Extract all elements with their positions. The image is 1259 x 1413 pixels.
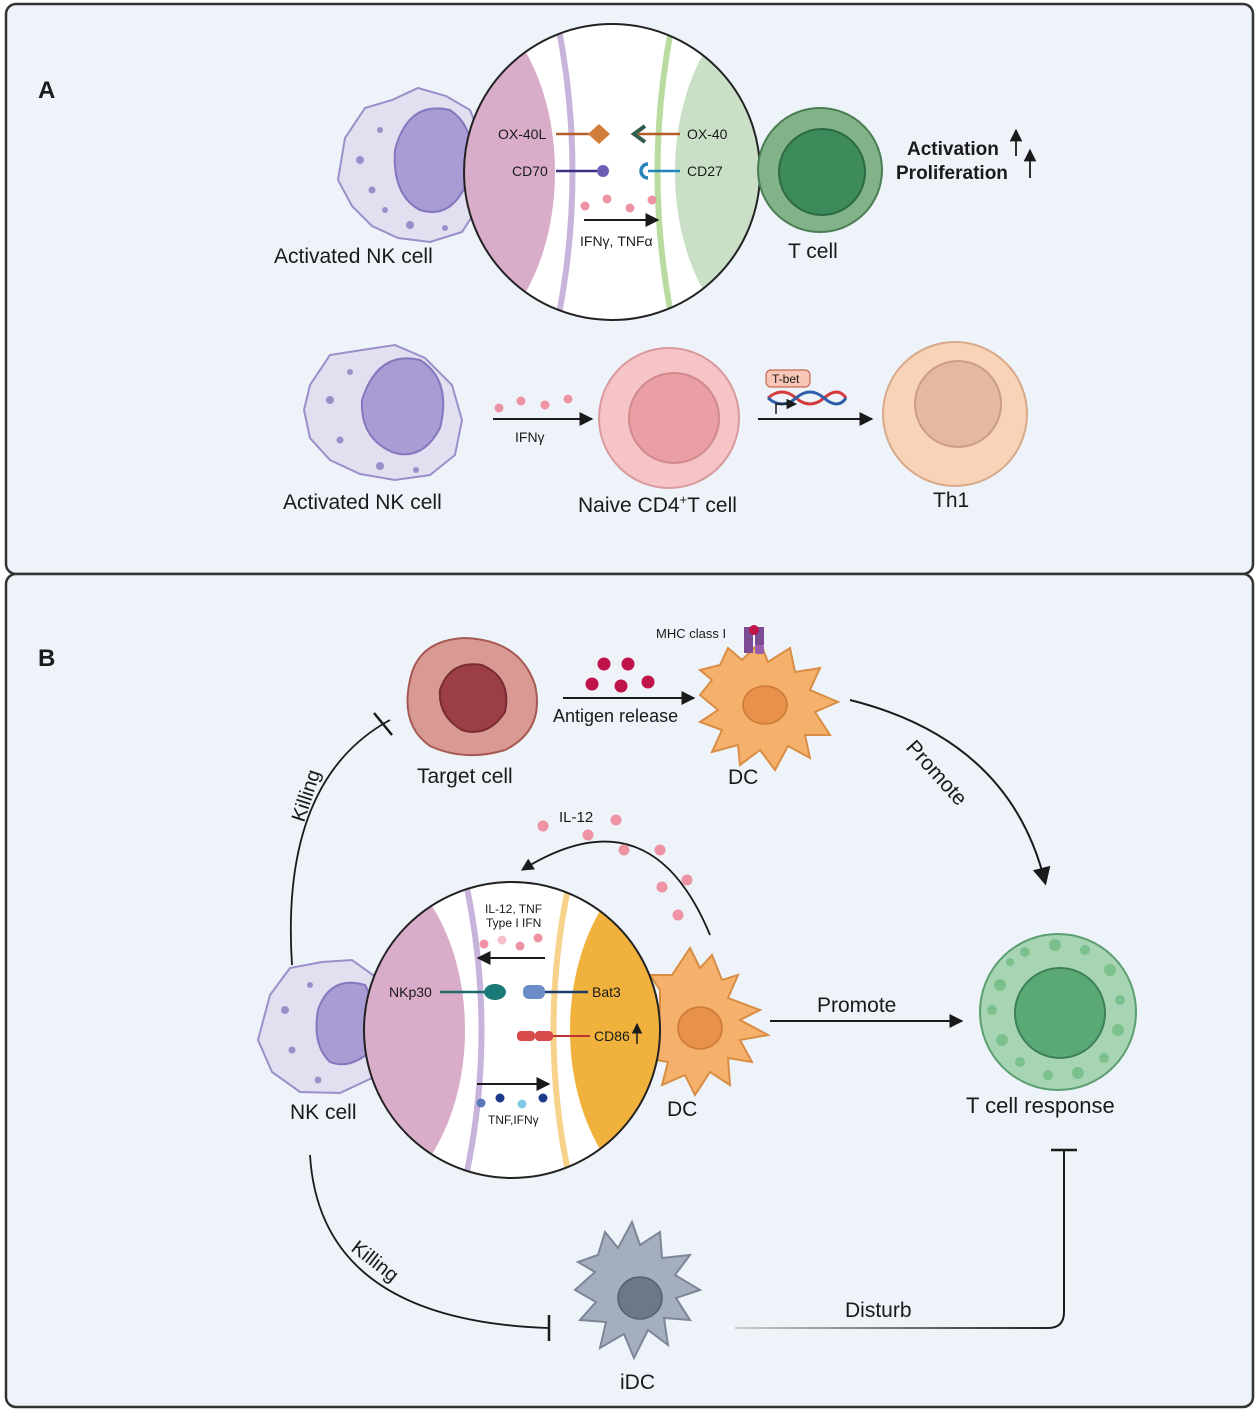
idc [573, 1219, 703, 1361]
naive-cd4-label: Naive CD4+T cell [578, 492, 737, 517]
mhc-class-i-icon [744, 625, 764, 654]
ox40-label: OX-40 [687, 126, 728, 142]
t-cell-label: T cell [788, 240, 838, 263]
promote-top-arrow [849, 699, 1051, 886]
cd27-label: CD27 [687, 163, 723, 179]
promote-mid-label: Promote [817, 994, 896, 1017]
cd86-icon [535, 1031, 553, 1041]
il12-arrow [520, 840, 711, 936]
killing-bottom-line [309, 1154, 549, 1329]
tnf-ifng-label: TNF,IFNγ [488, 1113, 539, 1127]
nk-cell-2 [302, 343, 464, 482]
dna-icon [767, 390, 848, 414]
dc-top [697, 640, 841, 772]
il12-cytokines [537, 814, 693, 921]
th1-label: Th1 [933, 489, 969, 512]
target-cell-label: Target cell [417, 765, 513, 788]
dc-top-label: DC [728, 766, 758, 789]
nk-label-1: Activated NK cell [274, 245, 433, 268]
cytokines-a2 [494, 394, 573, 413]
nk-cell-1 [336, 86, 490, 244]
disturb-line [735, 1150, 1065, 1329]
naive-cd4-t-cell [598, 347, 740, 489]
cytokines-a1 [580, 194, 657, 213]
activation-label: Activation [907, 139, 999, 160]
proliferation-label: Proliferation [896, 163, 1008, 184]
cytokines-label-a1: IFNγ, TNFα [580, 233, 653, 249]
bat3-ligand-icon [523, 985, 545, 999]
antigen-release-label: Antigen release [553, 706, 678, 726]
t-cell-response-label: T cell response [966, 1093, 1115, 1118]
dc-mid [638, 946, 772, 1098]
t-cell [757, 107, 883, 233]
nk-cell-b [256, 958, 387, 1095]
panel-a-letter: A [38, 77, 55, 104]
tbet-badge [765, 369, 811, 388]
t-cell-response [979, 933, 1137, 1091]
dc-mid-label: DC [667, 1098, 697, 1121]
target-cell [406, 636, 538, 757]
bat3-label: Bat3 [592, 984, 621, 1000]
th1-cell [882, 341, 1028, 487]
cd86-label: CD86 [594, 1028, 630, 1044]
inset-tnf-ifng-particles [476, 1093, 548, 1109]
cd70-ligand-icon [597, 165, 609, 177]
nkp30-label: NKp30 [389, 984, 432, 1000]
inset-cytokines-label-2: Type I IFN [486, 916, 541, 930]
ox40l-ligand-icon [588, 124, 610, 144]
inset-cytokines [479, 933, 543, 951]
nk-label-2: Activated NK cell [283, 491, 442, 514]
panel-b-letter: B [38, 645, 55, 672]
nkp30-receptor-icon [484, 984, 506, 1000]
tbet-label: T-bet [772, 372, 800, 386]
antigens [585, 657, 655, 693]
ox40l-label: OX-40L [498, 126, 546, 142]
ifng-label: IFNγ [515, 429, 545, 445]
il12-label: IL-12 [559, 809, 593, 826]
nk-cell-b-label: NK cell [290, 1101, 357, 1124]
mhc-label: MHC class I [656, 626, 726, 641]
inset-cytokines-label-1: IL-12, TNF [485, 902, 542, 916]
disturb-label: Disturb [845, 1299, 912, 1322]
cd70-label: CD70 [512, 163, 548, 179]
idc-label: iDC [620, 1371, 655, 1394]
killing-top-line [289, 719, 391, 966]
